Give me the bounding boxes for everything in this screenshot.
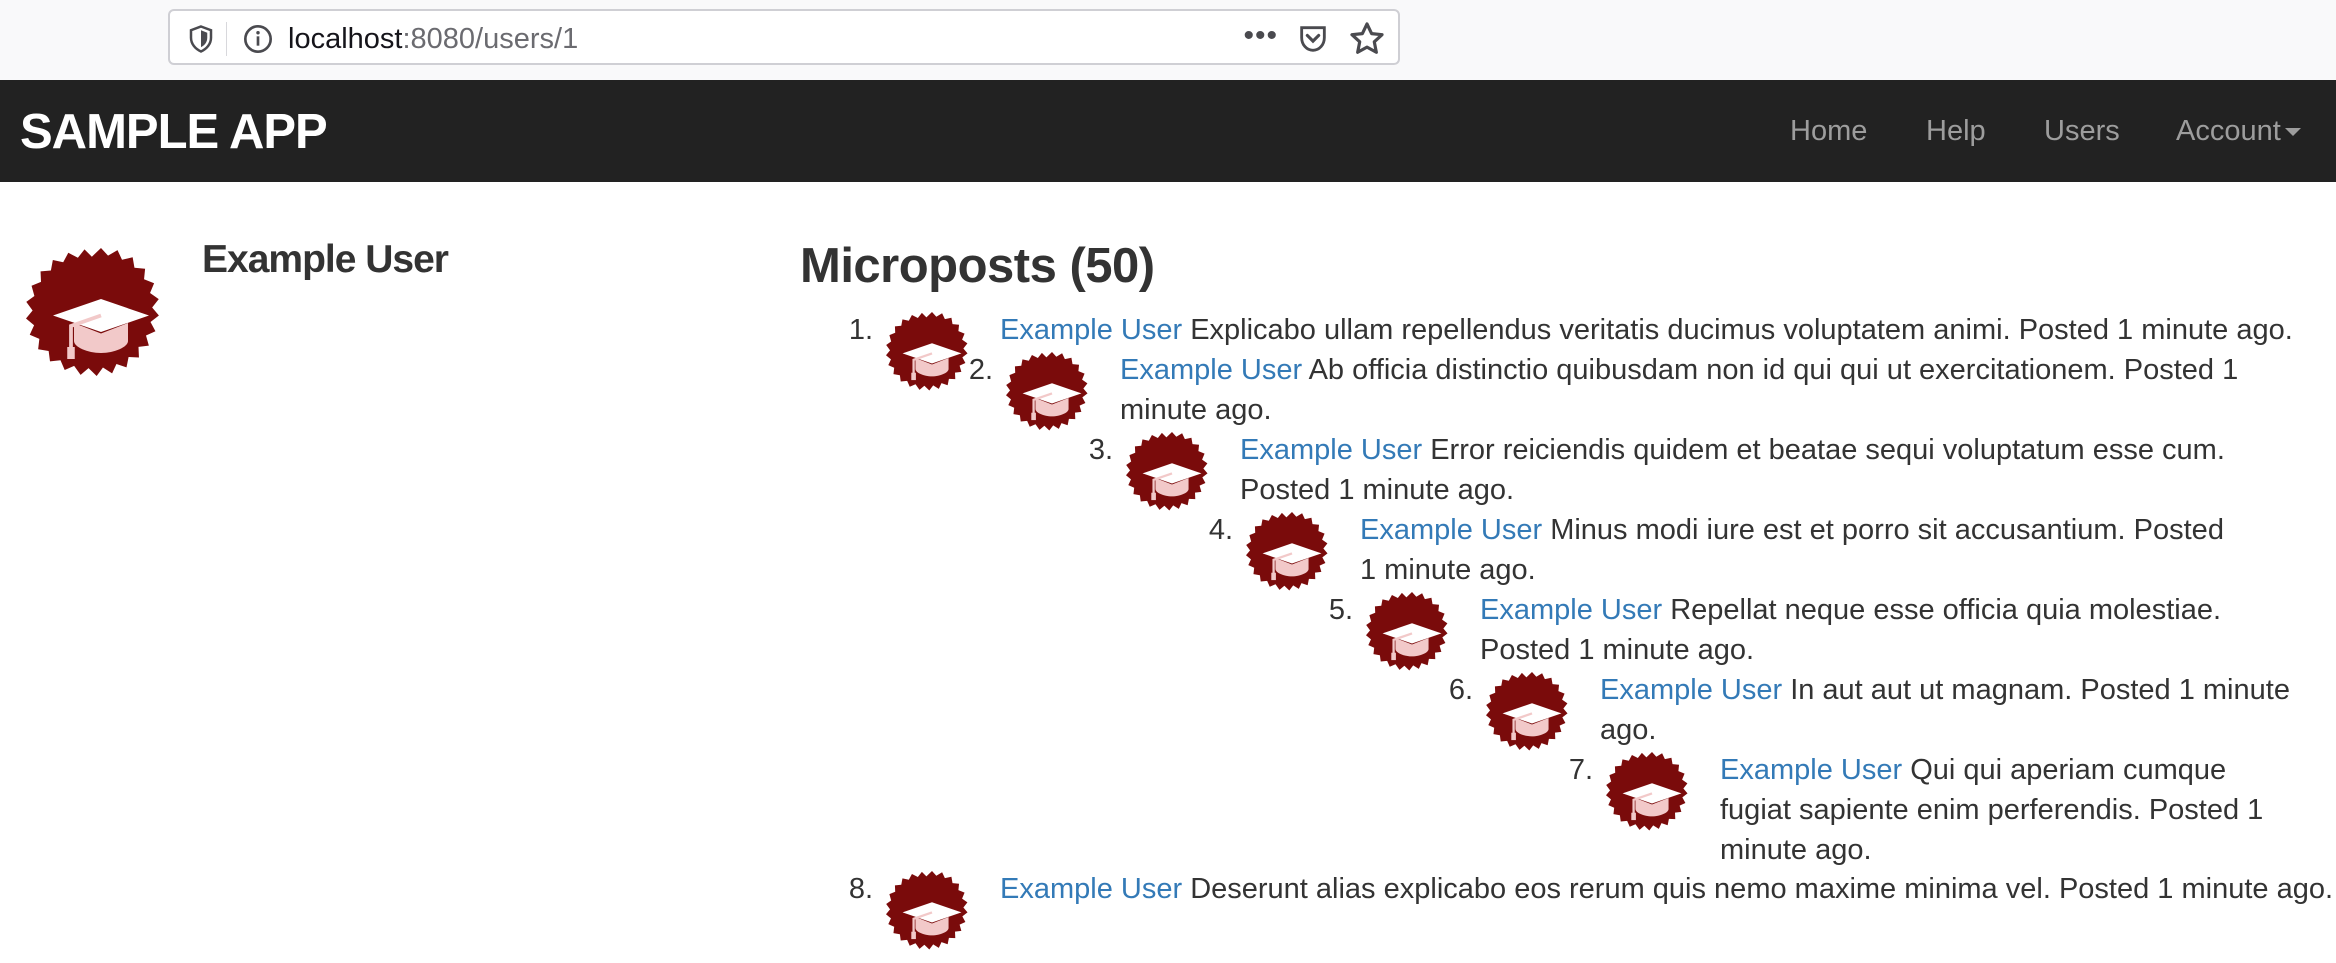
info-icon[interactable] <box>242 23 274 55</box>
micropost-content: Example User Repellat neque esse officia… <box>1480 590 2310 670</box>
url-path: :8080/users/1 <box>402 23 579 55</box>
nav-users[interactable]: Users <box>2044 115 2120 147</box>
profile-name: Example User <box>202 238 449 281</box>
micropost-number: 4. <box>1208 514 1233 546</box>
nav-help[interactable]: Help <box>1926 115 1986 147</box>
nav-home[interactable]: Home <box>1790 115 1868 147</box>
micropost-user-link[interactable]: Example User <box>1720 754 1903 786</box>
micropost-content: Example User Minus modi iure est et porr… <box>1360 510 2240 590</box>
micropost-number: 8. <box>848 873 873 905</box>
url-host: localhost <box>288 23 403 55</box>
micropost-timestamp: Posted 1 minute ago. <box>2018 314 2293 346</box>
microposts-heading: Microposts (50) <box>800 239 1155 293</box>
micropost-content: Example User Qui qui aperiam cumque fugi… <box>1720 750 2300 870</box>
page-actions-menu-icon[interactable]: ••• <box>1243 19 1278 52</box>
micropost-content: Example User Deserunt alias explicabo eo… <box>1000 869 2334 909</box>
url-text[interactable]: localhost:8080/users/1 <box>288 22 578 56</box>
micropost-content: Example User Ab officia distinctio quibu… <box>1120 350 2240 430</box>
gravatar-avatar-icon[interactable] <box>1606 752 1698 844</box>
micropost-body: Qui qui aperiam cumque fugiat sapiente e… <box>1720 754 2227 826</box>
gravatar-avatar-icon <box>26 248 161 378</box>
browser-toolbar: localhost:8080/users/1 ••• <box>0 0 2336 81</box>
micropost-content: Example User Explicabo ullam repellendus… <box>1000 310 2300 350</box>
navbar: SAMPLE APP Home Help Users Account <box>0 80 2336 182</box>
nav-account-dropdown[interactable]: Account <box>2176 114 2301 148</box>
pocket-icon[interactable] <box>1296 22 1330 56</box>
logo[interactable]: SAMPLE APP <box>20 105 328 159</box>
url-bar[interactable]: localhost:8080/users/1 ••• <box>168 9 1400 65</box>
micropost-timestamp: Posted 1 minute ago. <box>1720 794 2264 866</box>
micropost-timestamp: Posted 1 minute ago. <box>1480 634 1755 666</box>
micropost-content: Example User Error reiciendis quidem et … <box>1240 430 2300 510</box>
micropost-content: Example User In aut aut ut magnam. Poste… <box>1600 670 2290 750</box>
micropost-timestamp: Posted 1 minute ago. <box>1120 354 2239 426</box>
micropost-body: Error reiciendis quidem et beatae sequi … <box>1430 434 2225 466</box>
micropost-user-link[interactable]: Example User <box>1120 354 1303 386</box>
caret-down-icon <box>2284 128 2301 137</box>
micropost-body: Explicabo ullam repellendus veritatis du… <box>1190 314 2011 346</box>
url-separator <box>226 22 227 56</box>
micropost-number: 2. <box>968 354 993 386</box>
micropost-number: 7. <box>1568 754 1593 786</box>
star-icon[interactable] <box>1348 20 1386 58</box>
micropost-user-link[interactable]: Example User <box>1000 873 1183 905</box>
micropost-body: Repellat neque esse officia quia molesti… <box>1670 594 2222 626</box>
micropost-body: Deserunt alias explicabo eos rerum quis … <box>1190 873 2051 905</box>
shield-icon[interactable] <box>186 24 216 54</box>
micropost-number: 6. <box>1448 674 1473 706</box>
micropost-timestamp: Posted 1 minute ago. <box>1240 474 1515 506</box>
micropost-user-link[interactable]: Example User <box>1480 594 1663 626</box>
micropost-user-link[interactable]: Example User <box>1360 514 1543 546</box>
micropost-number: 5. <box>1328 594 1353 626</box>
gravatar-avatar-icon[interactable] <box>886 871 978 963</box>
micropost-body: In aut aut ut magnam. <box>1790 674 2073 706</box>
micropost-user-link[interactable]: Example User <box>1600 674 1783 706</box>
micropost-timestamp: Posted 1 minute ago. <box>2058 873 2334 905</box>
micropost-timestamp: Posted 1 minute ago. <box>1360 514 2224 586</box>
micropost-number: 3. <box>1088 434 1113 466</box>
nav-account-label: Account <box>2176 115 2281 147</box>
micropost-body: Minus modi iure est et porro sit accusan… <box>1550 514 2126 546</box>
micropost-user-link[interactable]: Example User <box>1000 314 1183 346</box>
micropost-user-link[interactable]: Example User <box>1240 434 1423 466</box>
micropost-timestamp: Posted 1 minute ago. <box>1600 674 2290 746</box>
micropost-number: 1. <box>848 314 873 346</box>
micropost-body: Ab officia distinctio quibusdam non id q… <box>1308 354 2116 386</box>
